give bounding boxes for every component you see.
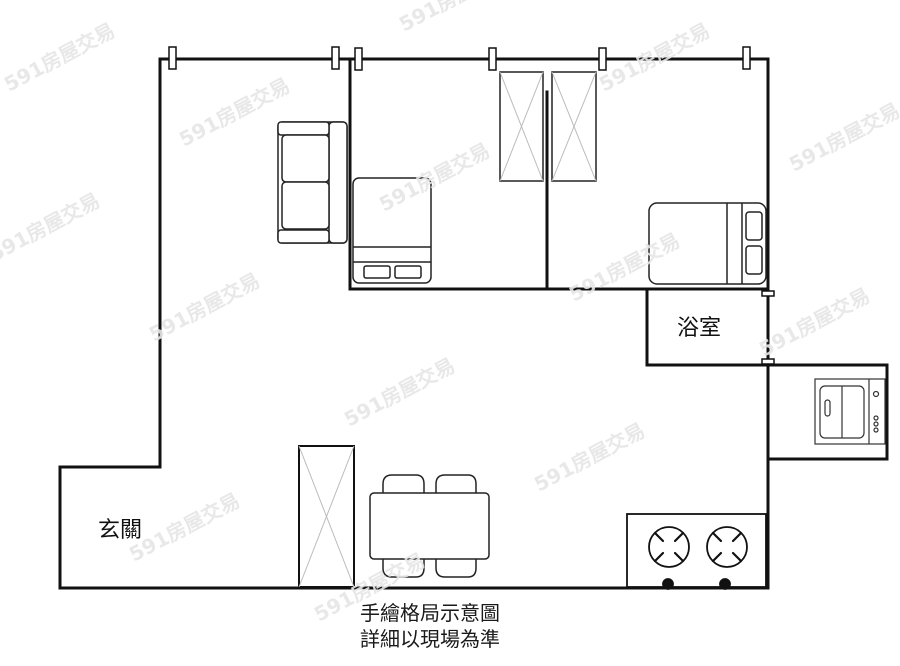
sofa [277,121,348,244]
two-burner-stove [626,513,767,590]
washer-dryer [814,378,886,445]
double-bed [648,202,767,285]
wardrobe [499,71,597,182]
window-markers [168,46,775,365]
walls [58,57,889,590]
caption-line-2: 詳細以現場為準 [360,627,500,651]
room-label-entrance: 玄關 [98,518,143,543]
caption-line-1: 手繪格局示意圖 [360,601,500,625]
dining-table [369,474,490,578]
tall-cabinet [298,445,355,588]
single-bed [352,177,432,284]
room-label-bathroom: 浴室 [677,316,722,341]
